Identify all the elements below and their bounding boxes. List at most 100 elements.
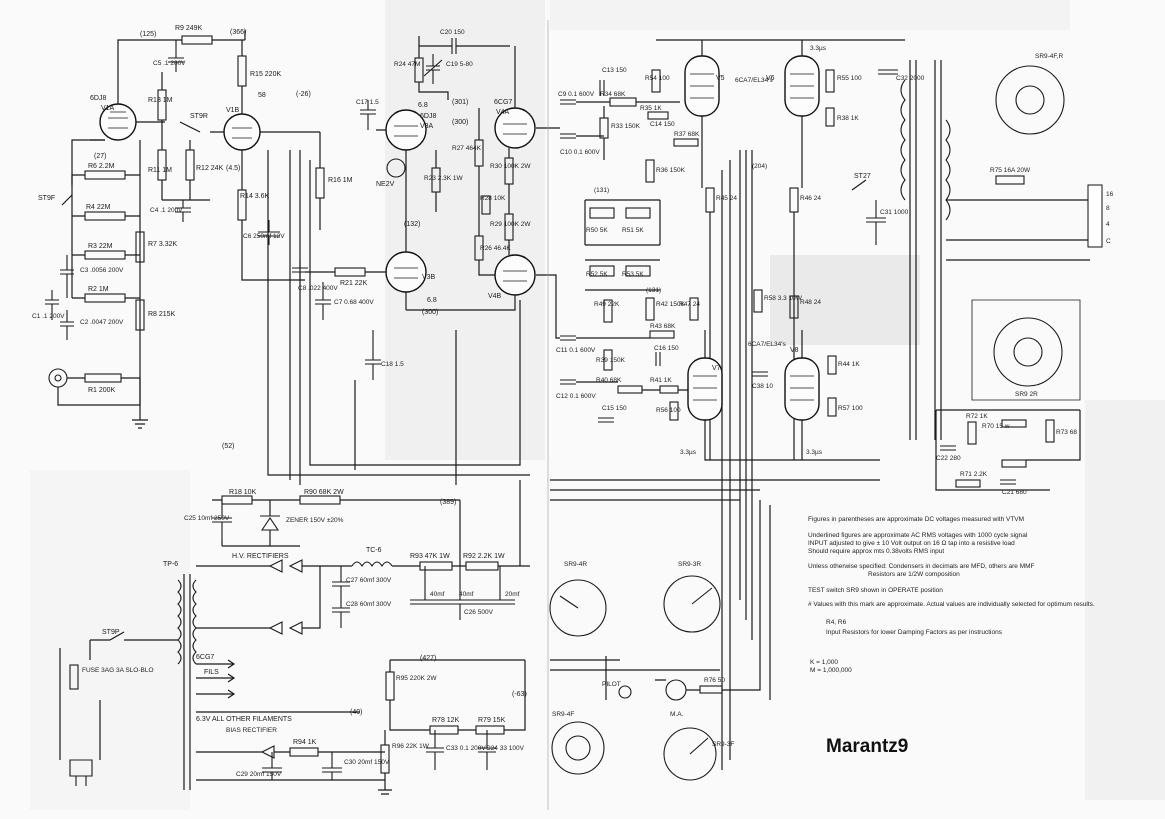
resistor-r90 (299, 495, 341, 505)
resistor-r51 (625, 207, 651, 219)
rotary-switch-sr9-3f (663, 727, 717, 781)
capacitor-c27 (332, 566, 350, 600)
note-r4-r6: R4, R6 (826, 619, 847, 626)
c22-label: C22 280 (936, 455, 961, 462)
zener-label: ZENER 150V ±20% (286, 517, 344, 524)
rotary-switch-sr9-3r (663, 575, 721, 633)
resistor-r50 (589, 207, 615, 219)
voltage-301: (301) (452, 99, 468, 106)
tube-v4b (494, 254, 536, 296)
rotary-switch-hub (1013, 337, 1043, 367)
c28-label: C28 60mf 300V (346, 601, 392, 608)
tube-elements (790, 375, 814, 401)
capacitor-c19 (423, 54, 443, 84)
bus-wire (267, 150, 530, 485)
voltage-neg26: (-26) (296, 91, 311, 98)
wire (155, 30, 246, 41)
r93-label: R93 47K 1W (410, 553, 450, 560)
note-test-switch: TEST switch SR9 shown in OPERATE positio… (808, 587, 943, 594)
r3-label: R3 22M (88, 243, 113, 250)
resistor-r72 (967, 421, 977, 445)
r58-label: R58 3.3 10W (764, 295, 803, 302)
bias-rect-label: BIAS RECTIFIER (226, 727, 277, 734)
r43-label: R43 68K (650, 323, 676, 330)
r29-label: R29 100K 2W (490, 221, 531, 228)
resistor-r1 (84, 373, 122, 383)
voltage-300a: (300) (452, 119, 468, 126)
resistor-r33 (599, 117, 609, 139)
ne2v-label: NE2V (376, 181, 395, 188)
resistor-r57 (827, 397, 837, 417)
capacitor-c30 (322, 752, 342, 780)
c4-label: C4 .1 200V (150, 207, 183, 214)
zener-diode (260, 515, 280, 531)
capacitor-c16 (655, 352, 661, 366)
r71-label: R71 2.2K (960, 471, 988, 478)
terminal-4: 4 (1106, 221, 1110, 228)
hv-rectifier-diodes-bottom (268, 621, 303, 635)
sr9-3r-label: SR9-3R (678, 561, 701, 568)
tc6-label: TC-6 (366, 547, 382, 554)
c3-label: C3 .0056 200V (80, 267, 124, 274)
c8-label: C8 .022 400V (298, 285, 338, 292)
resistor-r45 (705, 187, 715, 213)
c10-label: C10 0.1 600V (560, 149, 600, 156)
resistor-r92 (465, 561, 499, 571)
background-text-block (385, 0, 545, 460)
r50-label: R50 5K (586, 227, 608, 234)
resistor-r38 (825, 107, 835, 127)
resistor-r54 (651, 69, 661, 93)
resistor-r9 (181, 35, 213, 45)
c16-label: C16 150 (654, 345, 679, 352)
capacitor-c13 (599, 80, 605, 96)
r46-label: R46 24 (800, 195, 821, 202)
r72-label: R72 1K (966, 413, 988, 420)
uf33b-label: 3.3µs (806, 449, 823, 456)
r70-label: R70 15 w (982, 423, 1010, 430)
voltage-neg63: (-63) (512, 691, 527, 698)
v1a-ref: V1A (101, 105, 115, 112)
voltage-204: (204) (752, 163, 767, 170)
v4b-ref: V4B (488, 293, 502, 300)
voltage-27: (27) (94, 153, 106, 160)
r51-label: R51 5K (622, 227, 644, 234)
resistor-r34 (609, 97, 637, 107)
r2-label: R2 1M (88, 286, 109, 293)
st27-label: ST27 (854, 173, 871, 180)
resistor-r40 (617, 385, 643, 394)
r14-label: R14 3.6K (240, 193, 270, 200)
resistor-r12 (185, 149, 195, 181)
voltage-68a: 6.8 (418, 102, 428, 109)
output-transformer-primary (900, 79, 906, 201)
rotary-switch-hub (1015, 85, 1045, 115)
c2-label: C2 .0047 200V (80, 319, 124, 326)
wire (452, 480, 530, 567)
v7v8-type: 6CA7/EL34's (748, 341, 786, 348)
note-k: K = 1,000 (810, 659, 838, 666)
capacitor-c2 (60, 310, 74, 340)
r53-label: R53 5K (622, 271, 644, 278)
resistor-r4 (84, 211, 126, 221)
r9-label: R9 249K (175, 25, 203, 32)
resistor-r21 (334, 267, 366, 277)
c17-label: C17 1.5 (356, 99, 379, 106)
fils-label: FILS (204, 669, 219, 676)
r45-label: R45 24 (716, 195, 737, 202)
tube-elements (108, 111, 128, 129)
resistor-r8-fb (1001, 459, 1027, 468)
c33-label: C33 0.1 200V (446, 745, 486, 752)
resistor-r79 (475, 725, 505, 735)
capacitor-c4 (175, 200, 191, 222)
c5-label: C5 .1 200V (153, 60, 186, 67)
voltage-300b: (300) (422, 309, 438, 316)
r90-label: R90 68K 2W (304, 489, 344, 496)
resistor-r8 (135, 299, 145, 331)
note-input-resistors: Input Resistors for lower Damping Factor… (826, 629, 1003, 636)
ma-label: M.A. (670, 711, 684, 718)
v6-ref: V6 (766, 75, 775, 82)
v5-ref: V5 (716, 75, 725, 82)
c25-label: C25 10mf 250V (184, 515, 230, 522)
resistor-r71 (955, 479, 981, 488)
input-jack (48, 368, 68, 388)
tube-elements (394, 125, 418, 137)
